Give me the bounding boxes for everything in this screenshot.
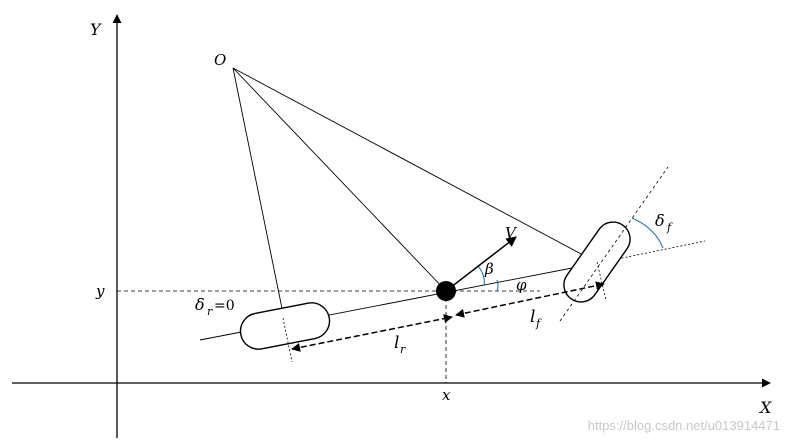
center-of-gravity <box>436 281 456 301</box>
svg-text:f: f <box>535 317 542 330</box>
lr-label: l r <box>394 333 406 356</box>
svg-text:δ: δ <box>195 295 205 314</box>
beta-label: β <box>484 260 494 278</box>
rear-wheel-normal <box>282 317 293 363</box>
svg-text:l: l <box>530 307 535 327</box>
svg-text:δ: δ <box>655 211 665 230</box>
delta-r-label: δ r =0 <box>195 295 235 318</box>
instant-center-label: O <box>214 51 226 69</box>
svg-text:f: f <box>666 221 673 234</box>
line-o-to-rear <box>232 67 287 329</box>
y-tick-label: y <box>95 282 105 300</box>
lf-dimension-arrow <box>455 281 605 318</box>
svg-text:r: r <box>400 343 406 356</box>
phi-label: φ <box>516 276 527 294</box>
phi-arc <box>496 279 499 292</box>
line-o-to-cg <box>232 67 447 292</box>
x-axis-label: X <box>758 398 772 417</box>
delta-f-label: δ f <box>655 211 673 234</box>
x-tick-label: x <box>442 386 451 404</box>
velocity-label: V <box>505 224 518 242</box>
lf-label: l f <box>530 307 542 330</box>
svg-text:r: r <box>207 305 213 318</box>
svg-text:l: l <box>394 333 399 353</box>
beta-arc <box>477 265 485 287</box>
watermark-text: https://blog.csdn.net/u013914471 <box>587 418 780 433</box>
delta-f-arc <box>631 217 664 249</box>
y-axis-label: Y <box>90 20 102 39</box>
svg-text:=0: =0 <box>214 298 235 314</box>
line-o-to-front <box>232 67 599 264</box>
velocity-vector <box>445 236 517 292</box>
lr-dimension-arrow <box>291 314 453 352</box>
